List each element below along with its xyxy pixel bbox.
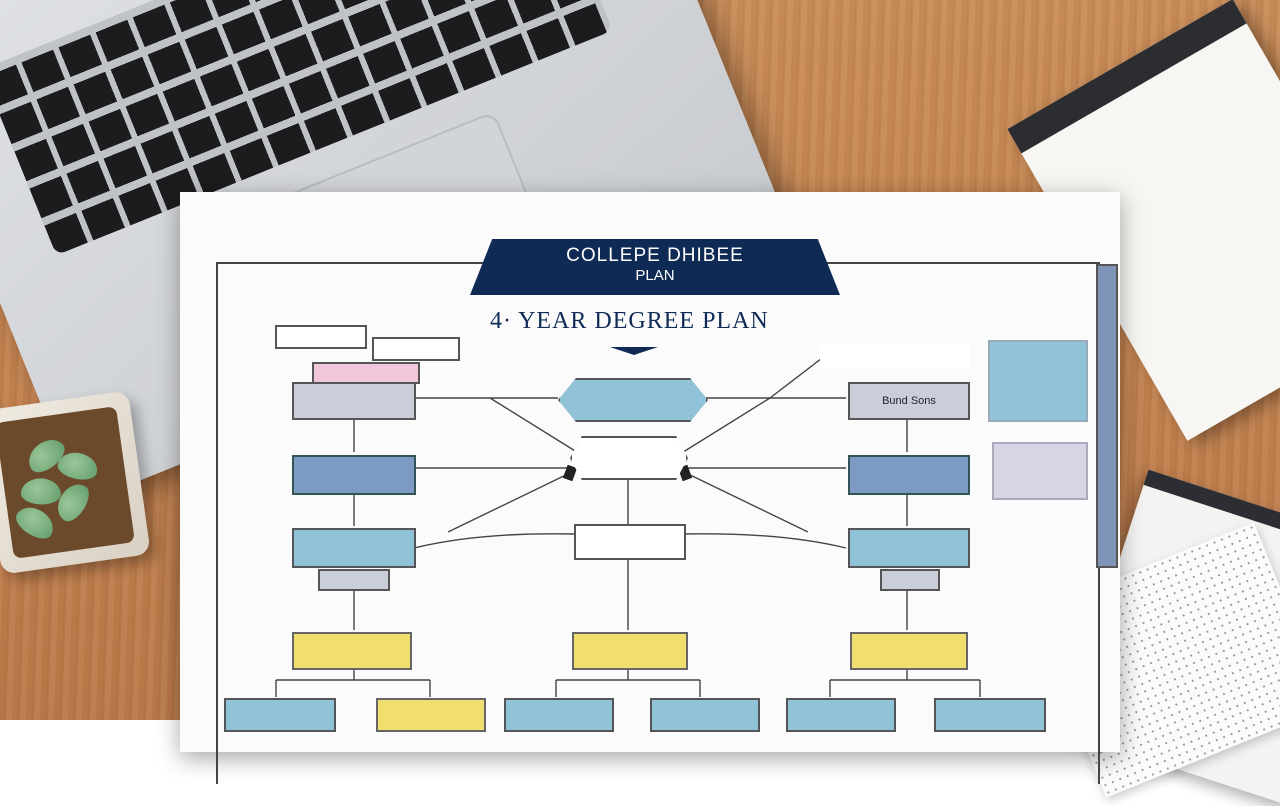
top-left-tag-2 (372, 337, 460, 361)
notebook-handwriting (1063, 81, 1210, 166)
side-note-1 (988, 340, 1088, 422)
bottom-node (934, 698, 1046, 732)
left-node-3-sub (318, 569, 390, 591)
center-yellow-node (572, 632, 688, 670)
bottom-node (786, 698, 896, 732)
degree-plan-sheet: COLLEPE DHIBEE PLAN 4· YEAR DEGREE PLAN … (180, 192, 1120, 784)
right-node-3 (848, 528, 970, 568)
bottom-node (650, 698, 760, 732)
pot-soil (0, 406, 135, 559)
banner-title: COLLEPE DHIBEE (566, 245, 744, 266)
pink-note (312, 362, 420, 384)
right-node-3-sub (880, 569, 940, 591)
succulent-plant-pot (0, 390, 151, 575)
left-node-4 (292, 632, 412, 670)
bottom-node (376, 698, 486, 732)
plan-heading: 4· YEAR DEGREE PLAN (490, 308, 769, 334)
center-lower-node (574, 524, 686, 560)
center-mid-node (570, 436, 688, 480)
bottom-node (224, 698, 336, 732)
top-left-tag (275, 325, 367, 349)
banner-subtitle: PLAN (635, 267, 675, 284)
right-node-2 (848, 455, 970, 495)
title-banner: COLLEPE DHIBEE PLAN (470, 239, 840, 295)
sheet-side-strip (1096, 264, 1118, 568)
center-top-node (558, 378, 708, 422)
right-node-4 (850, 632, 968, 670)
left-node-2 (292, 455, 416, 495)
left-node-3 (292, 528, 416, 568)
right-node-1: Bund Sons (848, 382, 970, 420)
right-top-tag (820, 344, 970, 368)
left-node-1 (292, 382, 416, 420)
heading-chevron (610, 347, 658, 355)
flowchart-connectors (275, 351, 981, 697)
bottom-node (504, 698, 614, 732)
side-note-2 (992, 442, 1088, 500)
